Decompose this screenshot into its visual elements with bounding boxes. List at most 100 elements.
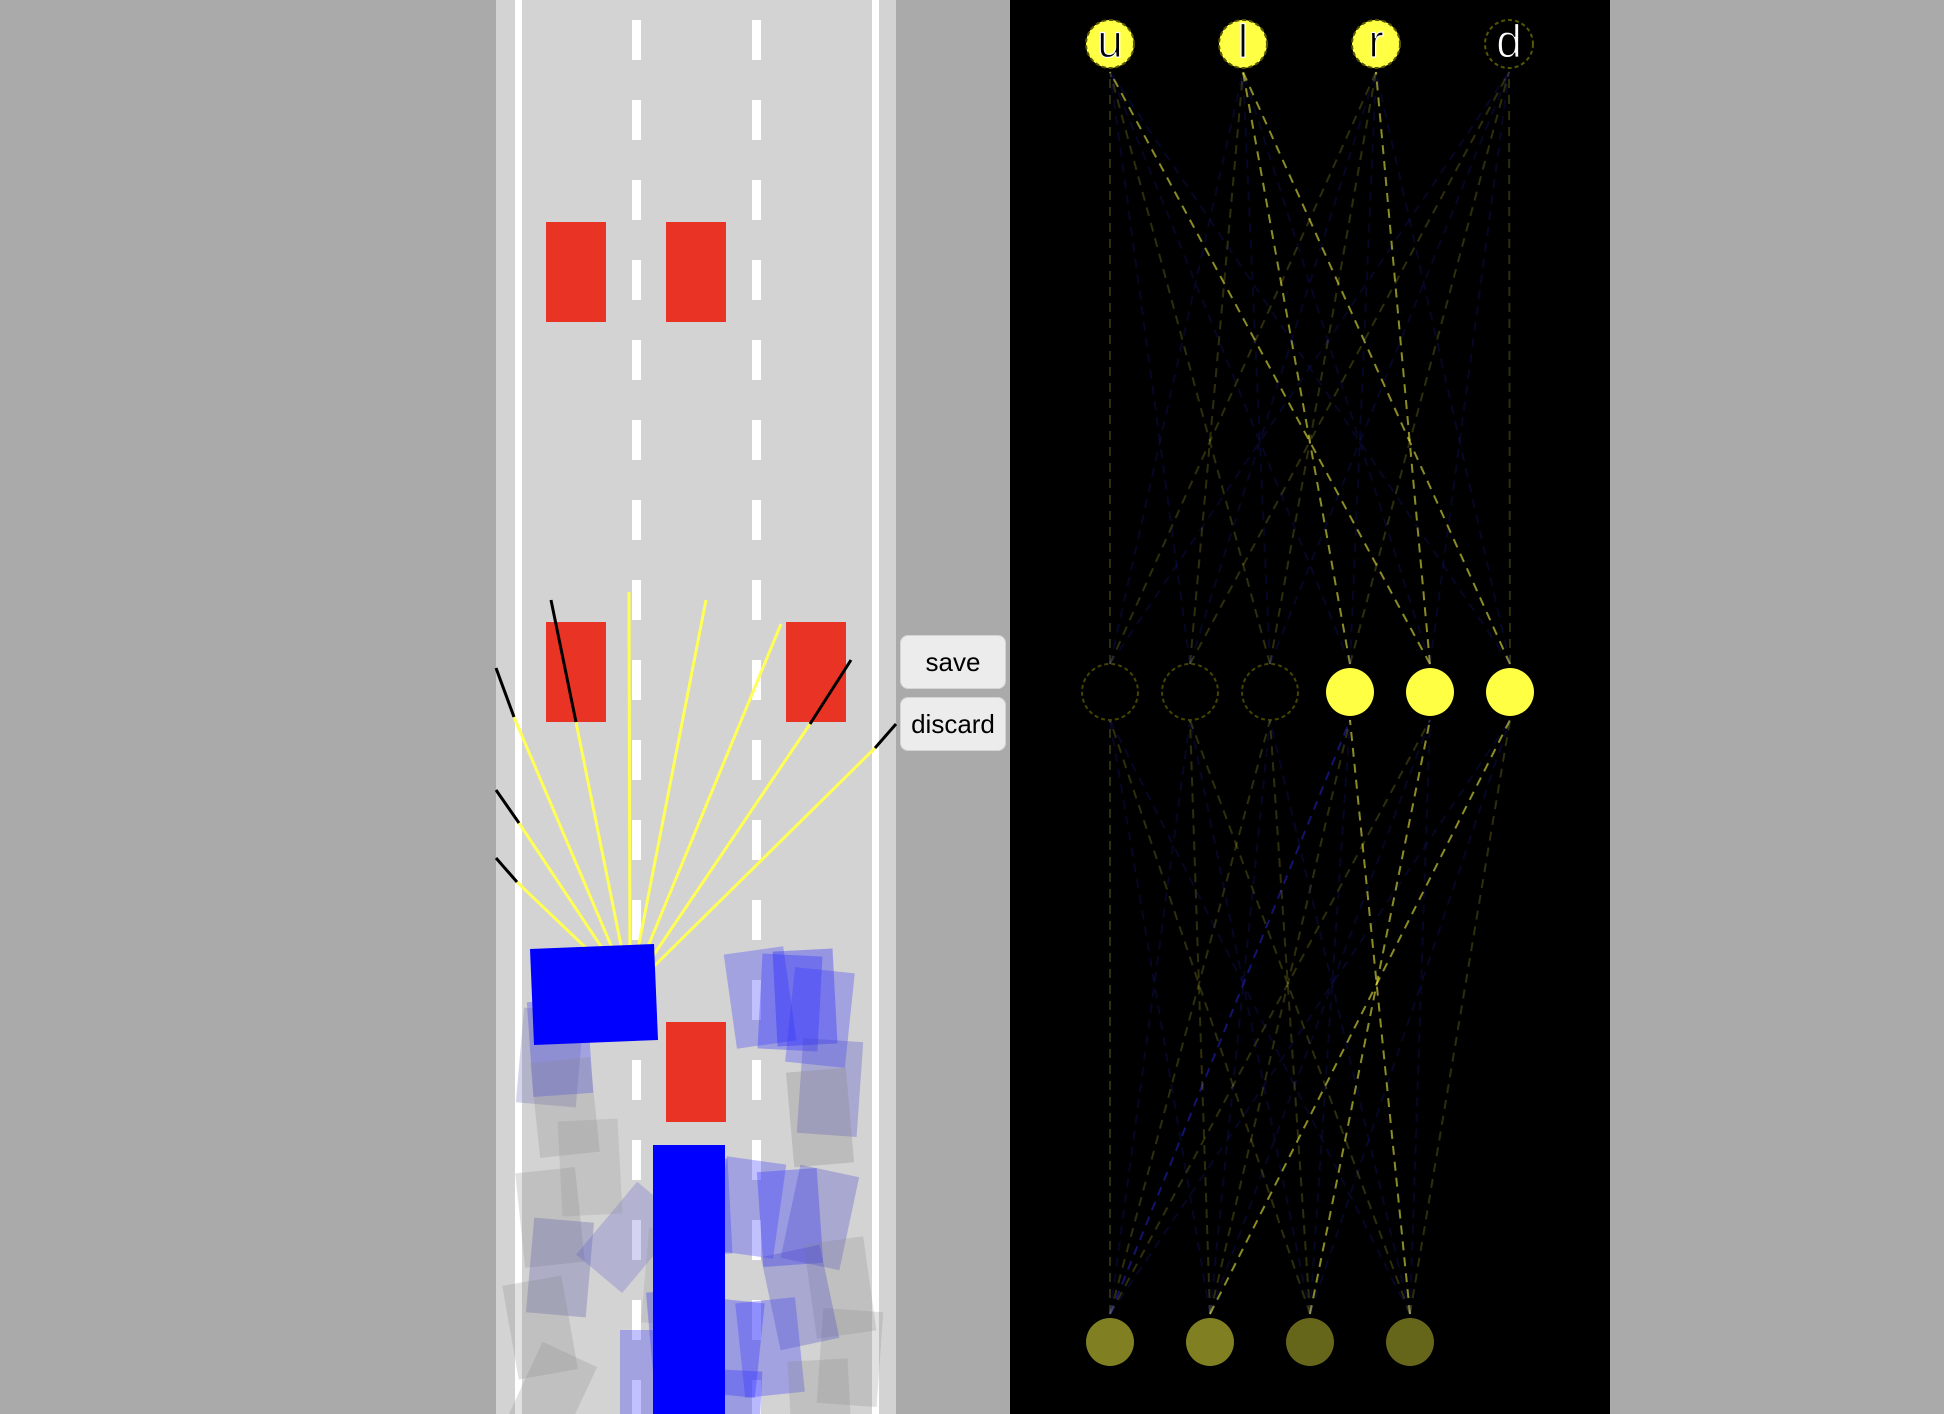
ghost-car <box>515 1167 585 1268</box>
network-connection <box>1409 719 1511 1315</box>
player-car-icon <box>530 944 658 1045</box>
lane-dash <box>632 740 641 780</box>
network-connection <box>1109 71 1377 665</box>
lane-dash <box>752 580 761 620</box>
ghost-car <box>803 1236 877 1339</box>
sensor-ray <box>628 723 812 991</box>
output-label-u: u <box>1097 15 1123 67</box>
sensor-rays <box>494 591 898 992</box>
network-connection <box>1189 71 1510 665</box>
lane-dash <box>632 20 641 60</box>
network-connection <box>1209 719 1271 1315</box>
network-connections <box>1109 71 1511 1315</box>
lane-dash <box>632 820 641 860</box>
lane-dash <box>752 1140 761 1180</box>
network-connection <box>1309 719 1351 1315</box>
network-connection <box>1109 71 1351 665</box>
lane-dash <box>632 1300 641 1340</box>
input-neuron <box>1186 1318 1234 1366</box>
lane-dash <box>752 900 761 940</box>
ghost-car <box>723 946 797 1049</box>
output-label-l: l <box>1238 15 1248 67</box>
network-connection <box>1109 71 1511 665</box>
network-connection <box>1349 719 1411 1315</box>
lane-dash <box>752 100 761 140</box>
ghost-car <box>502 1275 578 1380</box>
discard-button[interactable]: discard <box>900 697 1006 751</box>
network-connection <box>1409 719 1431 1315</box>
lane-dash <box>752 740 761 780</box>
output-neuron <box>1351 19 1401 69</box>
network-connection <box>1109 719 1431 1315</box>
network-connection <box>1109 71 1510 665</box>
hidden-neuron <box>1161 663 1219 721</box>
lane-dash <box>632 420 641 460</box>
network-connection <box>1109 71 1431 665</box>
lane-dash <box>632 340 641 380</box>
network-connection <box>1309 719 1431 1315</box>
network-connection <box>1109 719 1511 1315</box>
network-connection <box>1375 71 1431 665</box>
ghost-car <box>780 1164 860 1271</box>
lane-dash <box>752 1300 761 1340</box>
ghost-car <box>786 1067 855 1168</box>
hidden-neuron <box>1081 663 1139 721</box>
save-button[interactable]: save <box>900 635 1006 689</box>
network-connection <box>1429 71 1510 665</box>
road-border-left <box>515 0 522 1414</box>
network-connection <box>1109 719 1211 1315</box>
output-neuron <box>1218 19 1268 69</box>
network-connection <box>1242 71 1511 665</box>
lane-dash <box>632 180 641 220</box>
network-connection <box>1109 719 1311 1315</box>
lane-dash <box>752 420 761 460</box>
network-connection <box>1109 719 1191 1315</box>
network-connection <box>1109 71 1191 665</box>
network-connection <box>1242 71 1351 665</box>
sensor-ray <box>627 591 632 991</box>
ghost-car <box>530 1057 600 1158</box>
network-connection <box>1269 71 1377 665</box>
network-connection <box>1269 719 1411 1315</box>
lane-dash <box>632 1140 641 1180</box>
input-neuron <box>1286 1318 1334 1366</box>
lane-dash <box>632 1220 641 1260</box>
sensor-ray-hit <box>808 659 853 725</box>
lane-dash <box>752 1380 761 1414</box>
input-neuron <box>1386 1318 1434 1366</box>
ghost-car <box>785 967 855 1068</box>
ghost-car <box>796 1038 864 1137</box>
hidden-neuron <box>1406 668 1454 716</box>
sensor-ray <box>628 746 877 992</box>
lane-dash <box>752 820 761 860</box>
traffic-cars <box>546 222 846 1122</box>
lane-dash <box>632 260 641 300</box>
network-connection <box>1309 719 1511 1315</box>
lane-dash <box>632 580 641 620</box>
lane-dash <box>752 260 761 300</box>
traffic-car-icon <box>786 622 846 722</box>
sensor-ray-hit <box>494 857 519 883</box>
network-connection <box>1269 71 1510 665</box>
sensor-ray-hit <box>549 599 578 723</box>
output-neuron <box>1085 19 1135 69</box>
traffic-car-icon <box>666 222 726 322</box>
lane-dash <box>752 340 761 380</box>
ghost-car <box>713 1156 787 1259</box>
lane-dash <box>632 1060 641 1100</box>
network-connection <box>1508 71 1511 665</box>
lane-dash <box>752 1220 761 1260</box>
network-connection <box>1109 71 1271 665</box>
ghost-car <box>772 948 838 1047</box>
network-connection <box>1269 719 1311 1315</box>
lane-dash <box>752 180 761 220</box>
ghost-car <box>502 1341 598 1414</box>
ghost-car <box>787 1358 853 1414</box>
ghost-cars <box>502 946 884 1414</box>
ghost-car <box>760 1244 840 1351</box>
lane-dash <box>632 100 641 140</box>
ghost-car <box>756 1168 824 1267</box>
lane-dash <box>752 1060 761 1100</box>
